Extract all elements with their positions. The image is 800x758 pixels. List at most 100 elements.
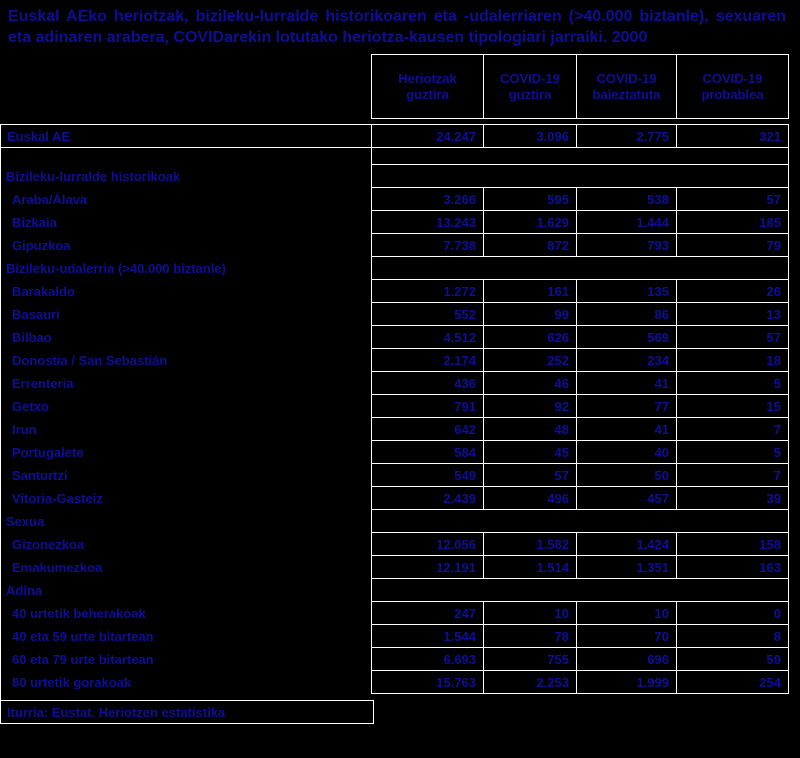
row-label: 40 eta 59 urte bitartean	[12, 628, 154, 644]
cell-covid-confirmed: 135	[576, 279, 677, 303]
cell-covid-confirmed: 10	[576, 601, 677, 625]
row-label: Vitoria-Gasteiz	[12, 490, 103, 506]
cell-total-deaths: 6.693	[371, 647, 484, 671]
cell-covid-confirmed: 41	[576, 417, 677, 441]
row-label: Portugalete	[12, 444, 84, 460]
cell-total-deaths: 584	[371, 440, 484, 464]
cell-covid-total: 46	[483, 371, 577, 395]
row-label: Bizkaia	[12, 214, 57, 230]
cell-covid-total: 496	[483, 486, 577, 510]
cell-covid-probable: 158	[676, 532, 789, 556]
cell-total-deaths: 247	[371, 601, 484, 625]
cell-total-deaths: 13.243	[371, 210, 484, 234]
table-row: Adina	[0, 578, 800, 602]
table-row: 60 eta 79 urte bitartean 6.693 755 696 5…	[0, 647, 800, 671]
cell-covid-total: 78	[483, 624, 577, 648]
table-row: Getxo 791 92 77 15	[0, 394, 800, 418]
empty-span-cell	[371, 164, 789, 188]
empty-span-cell	[371, 256, 789, 280]
row-label: Emakumezkoa	[12, 559, 103, 575]
cell-total-deaths: 552	[371, 302, 484, 326]
table-body: Euskal AE 24.247 3.096 2.775 321 Bizilek…	[0, 124, 800, 724]
cell-total-deaths: 1.272	[371, 279, 484, 303]
cell-covid-confirmed: 1.351	[576, 555, 677, 579]
row-label: Gizonezkoa	[12, 536, 85, 552]
column-header-covid-probable: COVID-19 probablea	[676, 54, 789, 119]
row-label: Araba/Álava	[12, 191, 88, 207]
cell-covid-total: 48	[483, 417, 577, 441]
report-title: Euskal AEko heriotzak, bizileku-lurralde…	[8, 8, 786, 46]
cell-covid-probable: 321	[676, 124, 789, 148]
table-row: Donostia / San Sebastián 2.174 252 234 1…	[0, 348, 800, 372]
cell-covid-total: 1.629	[483, 210, 577, 234]
cell-covid-total: 92	[483, 394, 577, 418]
cell-covid-total: 2.253	[483, 670, 577, 694]
row-label: Donostia / San Sebastián	[12, 352, 168, 368]
cell-covid-probable: 57	[676, 187, 789, 211]
cell-covid-confirmed: 2.775	[576, 124, 677, 148]
cell-covid-total: 252	[483, 348, 577, 372]
cell-covid-total: 45	[483, 440, 577, 464]
table-row: Santurtzi 549 57 50 7	[0, 463, 800, 487]
row-label: Bizileku-lurralde historikoak	[6, 168, 181, 184]
table-row: Bizileku-lurralde historikoak	[0, 164, 800, 188]
cell-covid-probable: 18	[676, 348, 789, 372]
cell-total-deaths: 15.763	[371, 670, 484, 694]
cell-covid-total: 755	[483, 647, 577, 671]
table-row: Bizileku-udalerria (>40.000 biztanle)	[0, 256, 800, 280]
cell-covid-probable: 5	[676, 371, 789, 395]
cell-covid-total: 1.582	[483, 532, 577, 556]
row-label	[0, 147, 372, 165]
cell-covid-probable: 13	[676, 302, 789, 326]
cell-covid-confirmed: 1.999	[576, 670, 677, 694]
table-rows: Euskal AE 24.247 3.096 2.775 321 Bizilek…	[0, 124, 800, 694]
cell-covid-confirmed: 538	[576, 187, 677, 211]
row-label: 40 urtetik beherakoak	[12, 605, 146, 621]
cell-covid-confirmed: 1.424	[576, 532, 677, 556]
cell-total-deaths: 642	[371, 417, 484, 441]
table-row: Bilbao 4.512 626 569 57	[0, 325, 800, 349]
cell-total-deaths: 436	[371, 371, 484, 395]
row-label: 60 eta 79 urte bitartean	[12, 651, 154, 667]
cell-covid-confirmed: 569	[576, 325, 677, 349]
cell-covid-total: 57	[483, 463, 577, 487]
cell-covid-probable: 57	[676, 325, 789, 349]
cell-covid-probable: 5	[676, 440, 789, 464]
empty-span-cell	[371, 147, 789, 165]
cell-covid-total: 3.096	[483, 124, 577, 148]
column-header-total-deaths: Heriotzak guztira	[371, 54, 484, 119]
statistics-table: Heriotzak guztira COVID-19 guztira COVID…	[0, 54, 800, 724]
row-label: Errenteria	[12, 375, 74, 391]
cell-covid-probable: 39	[676, 486, 789, 510]
cell-covid-probable: 7	[676, 417, 789, 441]
cell-total-deaths: 549	[371, 463, 484, 487]
row-label: Barakaldo	[12, 283, 75, 299]
table-row: Irun 642 48 41 7	[0, 417, 800, 441]
cell-covid-probable: 163	[676, 555, 789, 579]
table-row: Sexua	[0, 509, 800, 533]
header-spacer	[0, 54, 372, 119]
cell-covid-confirmed: 86	[576, 302, 677, 326]
table-row: Gipuzkoa 7.738 872 793 79	[0, 233, 800, 257]
row-label: Basauri	[12, 306, 60, 322]
cell-covid-confirmed: 77	[576, 394, 677, 418]
cell-total-deaths: 2.174	[371, 348, 484, 372]
cell-total-deaths: 4.512	[371, 325, 484, 349]
cell-covid-probable: 8	[676, 624, 789, 648]
empty-span-cell	[371, 509, 789, 533]
table-row: Basauri 552 99 86 13	[0, 302, 800, 326]
cell-covid-confirmed: 40	[576, 440, 677, 464]
cell-covid-confirmed: 1.444	[576, 210, 677, 234]
cell-total-deaths: 7.738	[371, 233, 484, 257]
table-row: Araba/Álava 3.266 595 538 57	[0, 187, 800, 211]
cell-covid-confirmed: 70	[576, 624, 677, 648]
table-row: Emakumezkoa 12.191 1.514 1.351 163	[0, 555, 800, 579]
cell-covid-probable: 254	[676, 670, 789, 694]
cell-total-deaths: 2.439	[371, 486, 484, 510]
cell-covid-probable: 185	[676, 210, 789, 234]
row-label: Bilbao	[12, 329, 52, 345]
cell-covid-total: 99	[483, 302, 577, 326]
table-row	[0, 147, 800, 165]
cell-covid-probable: 79	[676, 233, 789, 257]
